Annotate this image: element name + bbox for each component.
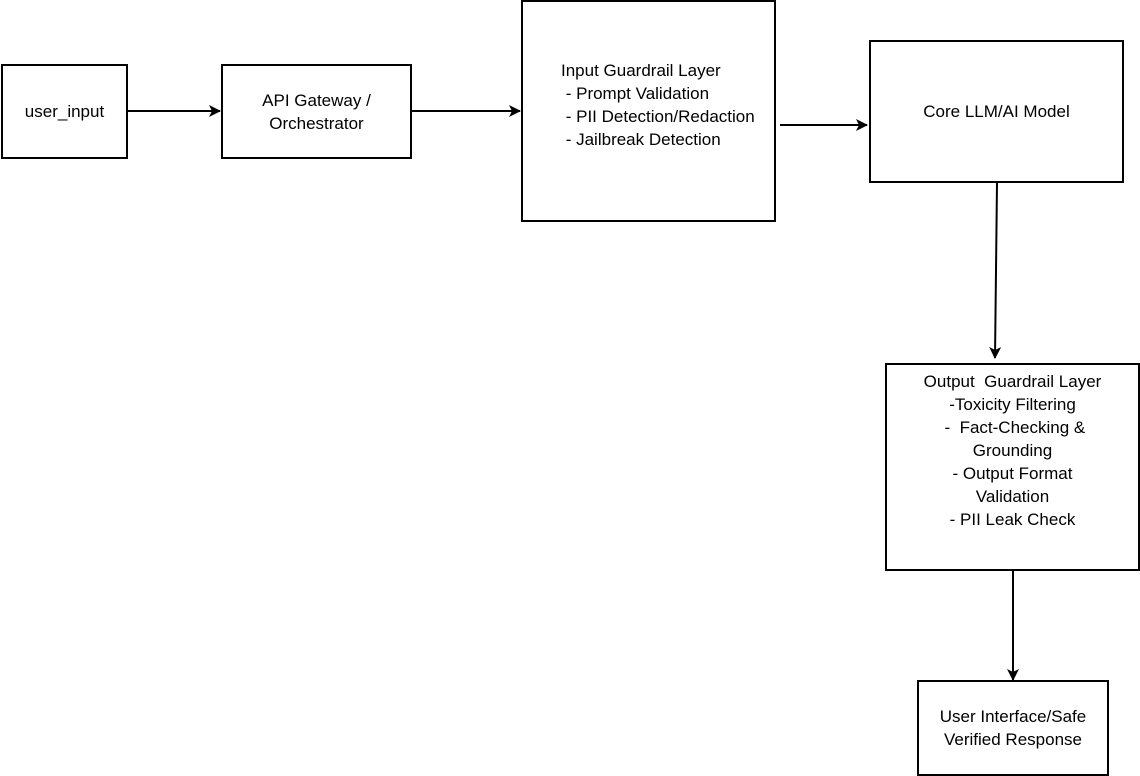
api-gateway-node: API Gateway / Orchestrator (221, 64, 412, 159)
node-label-line: user_input (24, 102, 105, 121)
node-label-line: Grounding (972, 441, 1053, 460)
node-label-line: - Fact-Checking & (939, 418, 1086, 437)
node-label-line: -Toxicity Filtering (949, 395, 1076, 414)
node-label-line: Verified Response (944, 730, 1082, 749)
node-label-line: Orchestrator (269, 113, 364, 133)
edge-core-llm-to-output-guardrail (989, 182, 1002, 359)
core-llm-node: Core LLM/AI Model (869, 40, 1124, 183)
node-label-line: - Jailbreak Detection (561, 130, 721, 149)
node-label-line: Input Guardrail Layer (561, 61, 721, 80)
node-label-line: Validation (975, 487, 1050, 506)
node-label-line: User Interface/Safe (939, 707, 1087, 726)
node-label-line: Core LLM/AI Model (923, 102, 1070, 121)
input-guardrail-node: Input Guardrail Layer - Prompt Validatio… (521, 0, 776, 222)
node-label-line: Output Guardrail Layer (923, 372, 1102, 391)
node-label-line: - Prompt Validation (561, 84, 710, 103)
node-label-line: API Gateway / (262, 90, 371, 110)
user-interface-node: User Interface/Safe Verified Response (917, 680, 1109, 776)
node-label-line: - PII Detection/Redaction (561, 107, 755, 126)
node-label-line: - PII Leak Check (949, 510, 1076, 529)
node-label-line: - Output Format (952, 464, 1073, 483)
user-input-node: user_input (1, 64, 128, 159)
output-guardrail-node: Output Guardrail Layer -Toxicity Filteri… (885, 363, 1140, 571)
